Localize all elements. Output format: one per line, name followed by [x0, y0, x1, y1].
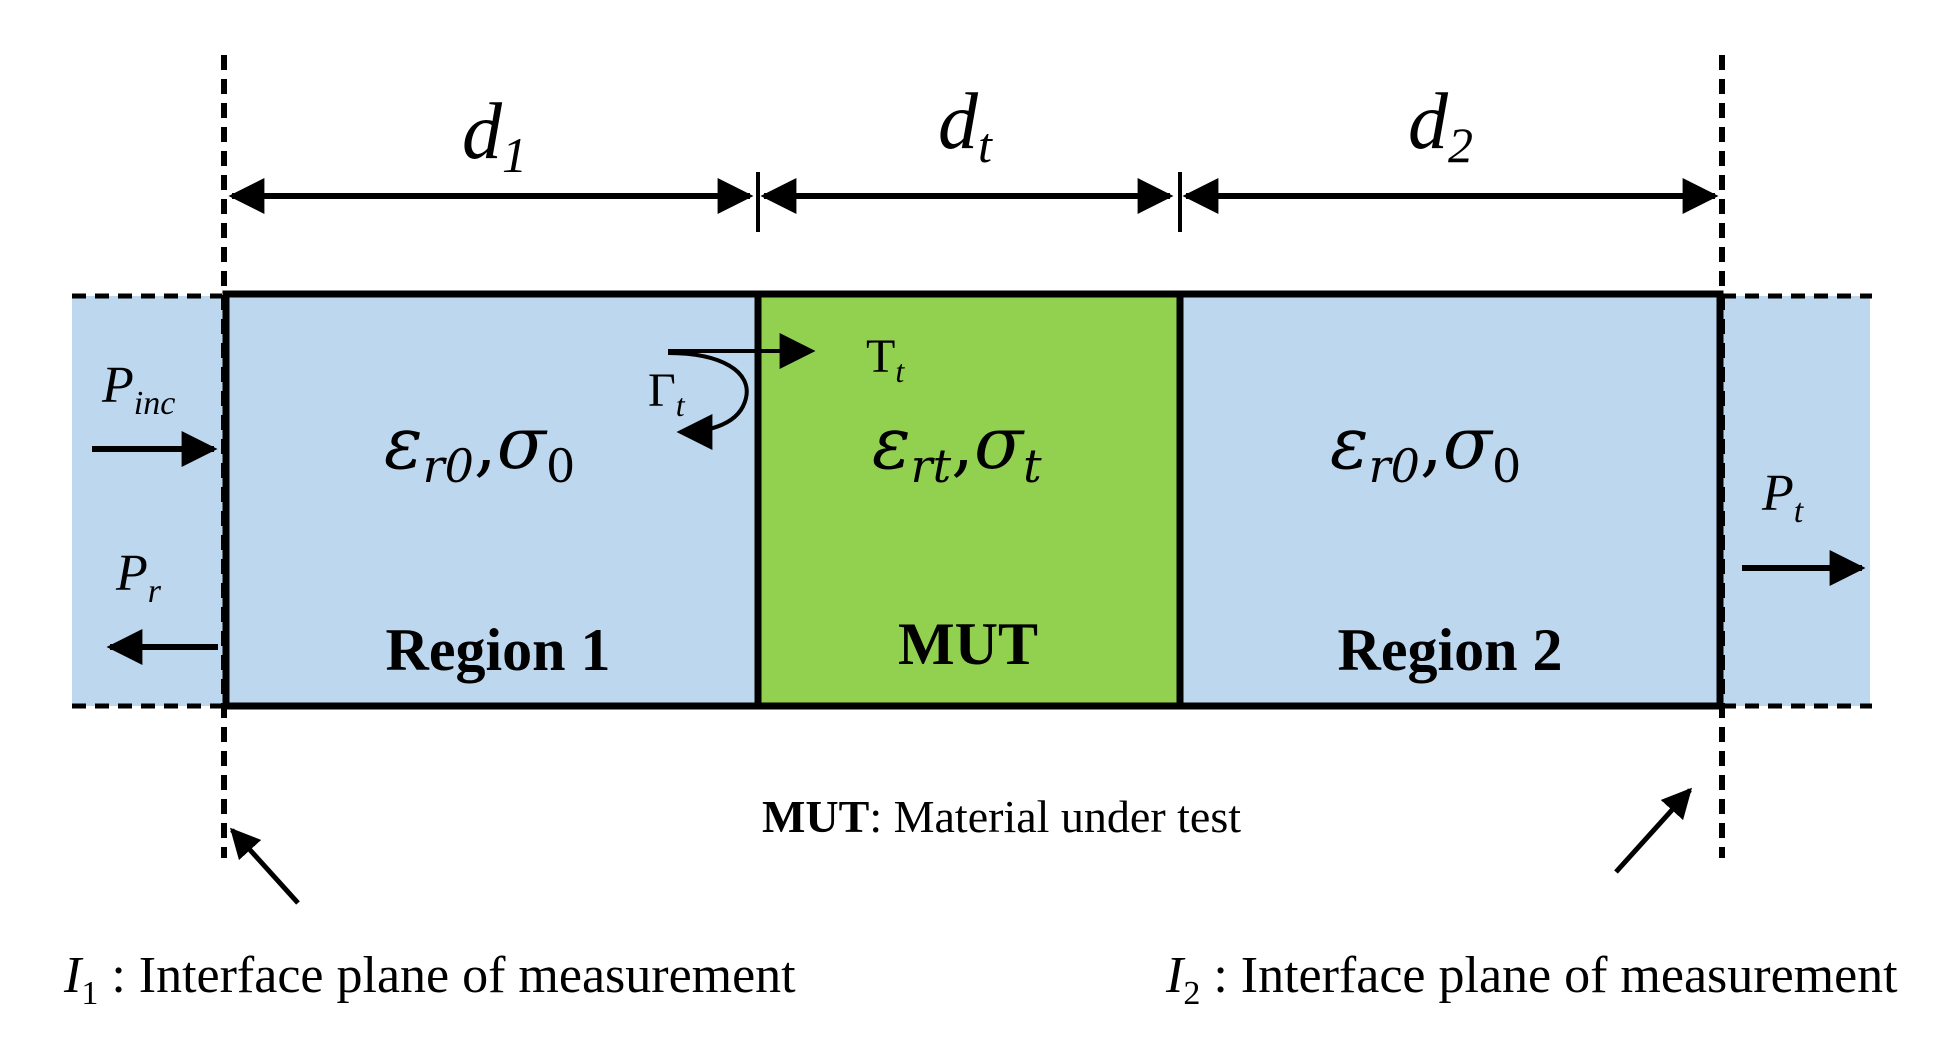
- right-port-extension: [1722, 296, 1870, 706]
- interface-plane-1-caption: I1 : Interface plane of measurement: [63, 947, 796, 1012]
- region-2-parameters: εr0,σ0: [1330, 401, 1521, 493]
- interface-plane-2-caption: I2 : Interface plane of measurement: [1165, 947, 1898, 1012]
- region-1-label: Region 1: [386, 617, 611, 683]
- region-1-parameters: εr0,σ0: [384, 401, 575, 493]
- region-2-box: [1176, 290, 1724, 710]
- tau-label: Tt: [866, 330, 905, 389]
- label-d2: d2: [1408, 78, 1473, 173]
- reflection-curved-arrow: [667, 351, 749, 450]
- p-inc-label: Pinc: [101, 357, 175, 422]
- left-port-extension: [72, 296, 224, 706]
- gamma-label: Γt: [648, 364, 686, 423]
- mut-label: MUT: [898, 611, 1038, 677]
- label-d1: d1: [462, 88, 527, 183]
- region-2-label: Region 2: [1338, 617, 1563, 683]
- mut-parameters: εrt,σt: [872, 401, 1042, 493]
- mut-legend: MUT: Material under test: [762, 791, 1241, 842]
- p-t-label: Pt: [1761, 465, 1805, 530]
- mut-box: [754, 290, 1184, 710]
- interface-plane-1-pointer: [229, 827, 300, 905]
- interface-plane-2-pointer: [1614, 787, 1693, 874]
- label-dt: dt: [938, 78, 993, 173]
- p-r-label: Pr: [115, 545, 162, 610]
